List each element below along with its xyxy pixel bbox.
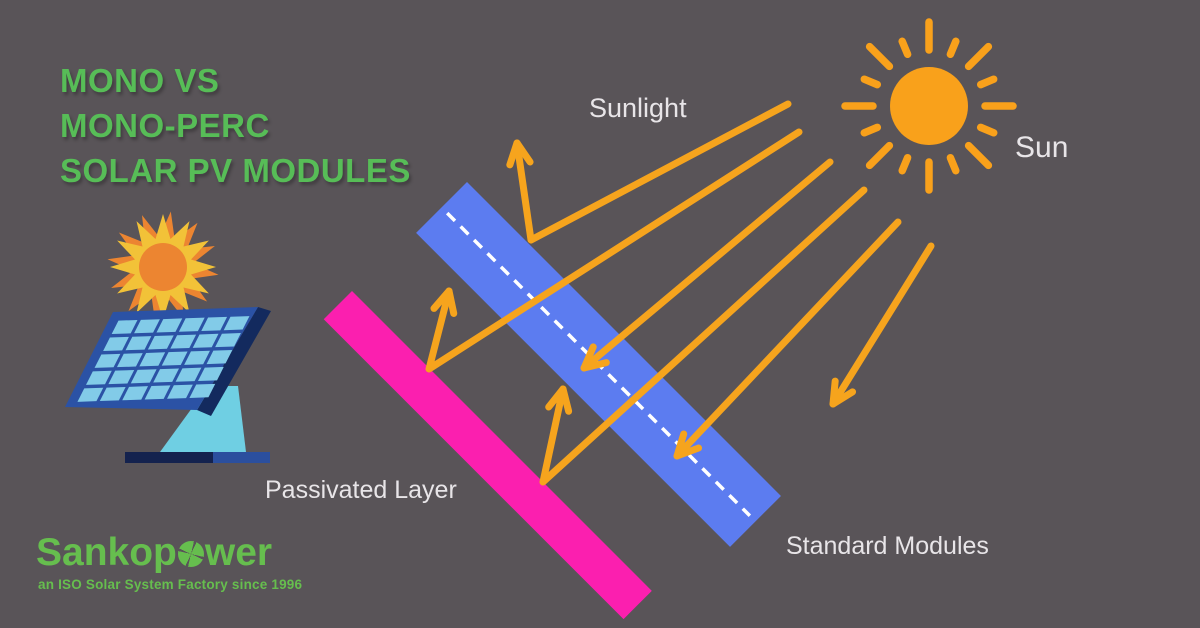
panel-cell [175,367,202,382]
sun-ray [865,141,894,170]
ray-reflected-off-surface-arrowhead [506,139,534,169]
sun-core [890,67,968,145]
panel-cell [184,350,210,365]
ray-through-to-passivated-1 [425,128,803,373]
sun-ray [976,75,998,89]
sun-ray [898,37,912,59]
panel-cell [153,368,179,383]
sun-ray [860,123,882,137]
panel-cell [215,333,241,348]
panel-cell [130,369,157,384]
panel-cell [139,352,166,367]
panel-cell [86,370,112,385]
sun-ray [964,42,993,71]
panel-cell [144,385,171,400]
title-line-1: MONO VS [60,62,220,99]
panel-cell [167,384,193,399]
sunlight-rays [425,100,935,486]
panel-cell [178,317,205,332]
panel-side-edge [197,307,271,416]
panel-cell [147,335,174,350]
ray-through-to-passivated-1-arrowhead [430,287,458,317]
sun-ray [865,42,894,71]
panel-cell [134,319,160,334]
ray-direct-short-arrowhead [829,377,857,408]
panel-cell [125,336,152,351]
panel-cell [161,351,188,366]
brand-name-suffix: wer [204,531,273,574]
panel-cell [170,334,197,349]
brand-tagline: an ISO Solar System Factory since 1996 [38,576,303,592]
sun-ray [860,75,882,89]
panel-base-left [125,452,213,463]
brand-name: Sankop wer [36,531,302,575]
title-line-3: SOLAR PV MODULES [60,152,411,189]
sun-ray [976,123,998,137]
sunburst-icon [107,211,219,323]
panel-cell [108,370,135,385]
passivated-layer-label: Passivated Layer [265,476,457,504]
panel-cell [77,387,104,402]
sun-icon [841,18,1017,194]
ray-absorbed-at-cell-line-2-arrowhead [673,430,703,460]
panel-cell [116,353,143,368]
ray-absorbed-at-cell-line-1 [580,158,834,372]
sun-ray [946,153,960,175]
panel-cell [111,319,138,335]
sun-ray [898,153,912,175]
ray-through-to-passivated-2-arrowhead [545,385,573,415]
brand-name-prefix: Sankop [36,531,177,574]
panel-cell [103,336,129,351]
panel-cell [122,386,149,401]
page-title: MONO VS MONO-PERC SOLAR PV MODULES [60,58,411,193]
panel-cell [94,353,121,368]
ray-absorbed-at-cell-line-1-arrowhead [580,343,610,372]
panel-cell [99,386,126,402]
ray-direct-short [829,242,935,408]
sun-ray [964,141,993,170]
ray-reflected-off-surface [513,100,792,244]
panel-base-right [213,452,270,463]
brand-logo: Sankop wer an ISO Solar System Factory si… [36,531,303,592]
panel-cell [156,318,183,333]
panel-stand [160,386,246,452]
sunlight-label: Sunlight [589,93,687,123]
panel-cell [192,333,219,348]
panel-cell [189,383,216,398]
ray-through-to-passivated-2 [539,186,868,486]
panel-cells [77,316,250,402]
panel-cell [206,349,233,365]
panel-cell [223,316,250,331]
panel-cell [198,366,224,382]
ray-absorbed-at-cell-line-2 [673,218,902,460]
solar-panel-illustration [65,211,271,463]
standard-modules-label: Standard Modules [786,532,989,560]
sun-ray [946,37,960,59]
title-line-2: MONO-PERC [60,107,270,144]
panel-cell [201,316,228,331]
sun-label: Sun [1015,131,1069,164]
sunburst-core [139,243,187,291]
brand-pinwheel-o-icon [177,541,204,567]
passivated-layer-band [323,291,652,620]
